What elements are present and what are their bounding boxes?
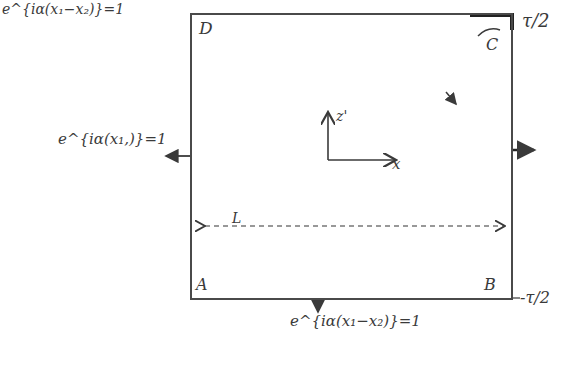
orientation-arrow [446, 92, 456, 104]
boundary-condition: e^{iα(x₁−x₂)}=1 [2, 2, 124, 16]
boundary-condition: e^{iα(x₁,)}=1 [58, 132, 167, 147]
normal-arrow [166, 155, 190, 157]
tick [512, 297, 520, 298]
boundary-condition: τ/2 [522, 12, 549, 30]
boundary-square: D C A Bz' xL [190, 13, 513, 300]
x-axis [328, 159, 396, 161]
corner-label: L [232, 211, 241, 225]
orientation-arc [478, 29, 500, 36]
z-axis [327, 112, 329, 160]
normal-arrow [512, 149, 534, 152]
corner-label: z' [336, 109, 347, 123]
length-dimension [205, 225, 505, 226]
boundary-condition: -τ/2 [520, 290, 550, 306]
corner-label: A [196, 277, 208, 293]
corner-label: D [199, 20, 213, 37]
corner-mark [470, 15, 512, 30]
boundary-condition: e^{iα(x₁−x₂)}=1 [290, 314, 421, 329]
corner-label: x [392, 157, 400, 172]
corner-label: C [486, 37, 498, 53]
corner-label: B [484, 277, 496, 293]
normal-arrow [317, 298, 319, 312]
